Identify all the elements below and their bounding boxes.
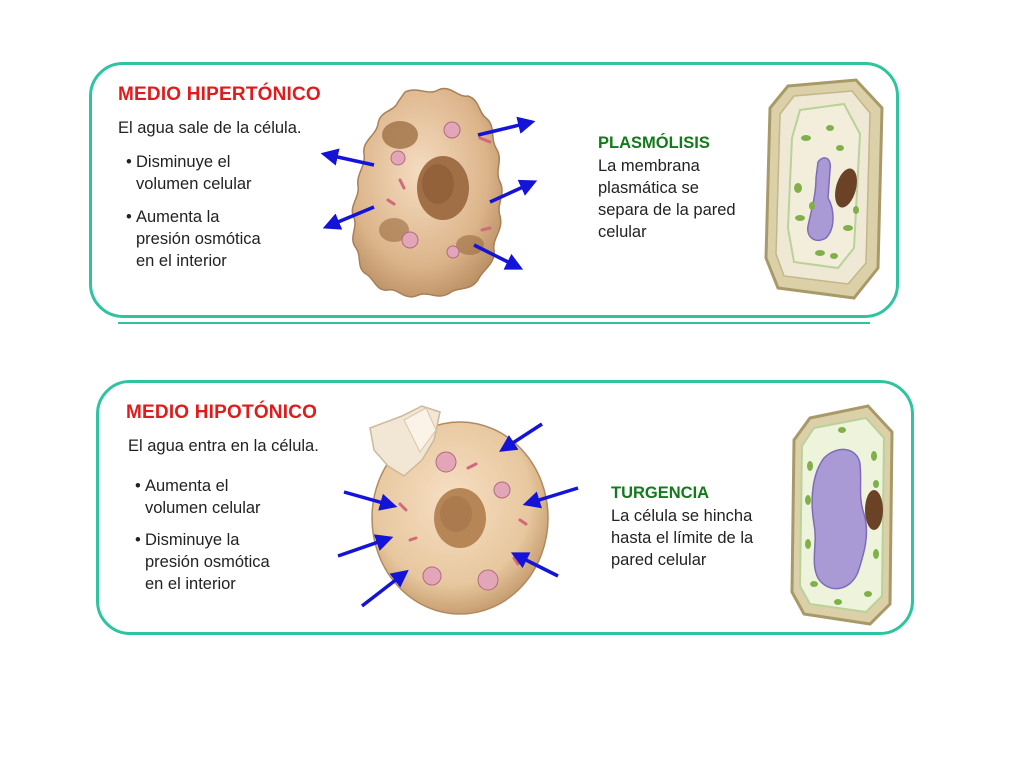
blue-arrow-icon xyxy=(510,552,559,578)
membrane-fragment-highlight xyxy=(403,407,437,453)
hypotonic-bullet-1: • Aumenta el volumen celular xyxy=(135,475,261,519)
cytoplasm-spot xyxy=(379,218,409,242)
description-line: La membrana xyxy=(598,157,700,175)
hypertonic-title: MEDIO HIPERTÓNICO xyxy=(118,84,321,105)
hypertonic-bullet-1: • Disminuye el volumen celular xyxy=(126,151,252,195)
vesicle xyxy=(493,481,511,499)
plasmolysis-term: PLASMÓLISIS xyxy=(598,134,710,152)
turgor-description: La célula se hincha hasta el límite de l… xyxy=(611,505,753,571)
plasmolyzed-plant-cell-illustration xyxy=(764,78,884,300)
blue-arrow-icon xyxy=(499,422,543,452)
blue-arrow-icon xyxy=(360,569,409,608)
bullet-line: en el interior xyxy=(136,252,227,270)
plasmolysis-description: La membrana plasmática se separa de la p… xyxy=(598,155,736,243)
shrunken-animal-cell-illustration xyxy=(320,87,538,298)
vesicle xyxy=(477,569,499,591)
chloroplasts xyxy=(794,125,859,259)
description-line: pared celular xyxy=(611,551,707,569)
vesicle xyxy=(422,566,442,586)
panel-divider-line xyxy=(118,322,870,324)
organelle-marks xyxy=(386,136,492,232)
description-line: plasmática se xyxy=(598,179,699,197)
vesicle xyxy=(435,451,457,473)
hypertonic-bullet-2: • Aumenta la presión osmótica en el inte… xyxy=(126,206,261,272)
vesicle xyxy=(446,245,460,259)
turgid-plant-cell-illustration xyxy=(790,404,894,626)
blue-arrow-icon xyxy=(343,490,398,511)
bullet-line: Disminuye la xyxy=(145,531,240,549)
blue-arrow-icon xyxy=(322,205,375,230)
cytoplasm-spot xyxy=(382,121,418,149)
blue-arrow-icon xyxy=(477,116,536,137)
bullet-line: Aumenta la xyxy=(136,208,220,226)
chloroplasts xyxy=(805,427,879,605)
bullet-line: volumen celular xyxy=(145,499,261,517)
description-line: La célula se hincha xyxy=(611,507,753,525)
nucleus xyxy=(865,490,883,530)
bullet-line: Disminuye el xyxy=(136,153,231,171)
description-line: hasta el límite de la xyxy=(611,529,754,547)
hypertonic-subtitle: El agua sale de la célula. xyxy=(118,119,302,137)
hypotonic-title: MEDIO HIPOTÓNICO xyxy=(126,402,318,423)
bullet-dot: • xyxy=(126,208,132,226)
nucleus xyxy=(835,168,857,208)
vesicle xyxy=(443,121,461,139)
blue-arrow-icon xyxy=(337,534,394,558)
description-line: separa de la pared xyxy=(598,201,736,219)
vesicle xyxy=(390,150,406,166)
blue-arrow-icon xyxy=(473,243,524,270)
vesicle xyxy=(401,231,419,249)
vacuole xyxy=(811,448,868,590)
bullet-line: volumen celular xyxy=(136,175,252,193)
bullet-line: en el interior xyxy=(145,575,236,593)
bullet-dot: • xyxy=(135,477,141,495)
turgor-term: TURGENCIA xyxy=(611,484,710,502)
cytoplasm-spot xyxy=(456,235,484,255)
blue-arrow-icon xyxy=(522,486,579,509)
nucleolus xyxy=(440,496,472,532)
organelle-marks xyxy=(398,462,528,566)
bullet-line: presión osmótica xyxy=(145,553,270,571)
description-line: celular xyxy=(598,223,647,241)
bullet-line: presión osmótica xyxy=(136,230,261,248)
bullet-line: Aumenta el xyxy=(145,477,229,495)
hypotonic-bullet-2: • Disminuye la presión osmótica en el in… xyxy=(135,529,270,595)
nucleolus xyxy=(422,164,454,204)
hypotonic-subtitle: El agua entra en la célula. xyxy=(128,437,319,455)
blue-arrow-icon xyxy=(320,148,375,167)
bullet-dot: • xyxy=(126,153,132,171)
blue-arrow-icon xyxy=(489,179,538,204)
swollen-animal-cell-illustration xyxy=(337,405,579,615)
bullet-dot: • xyxy=(135,531,141,549)
